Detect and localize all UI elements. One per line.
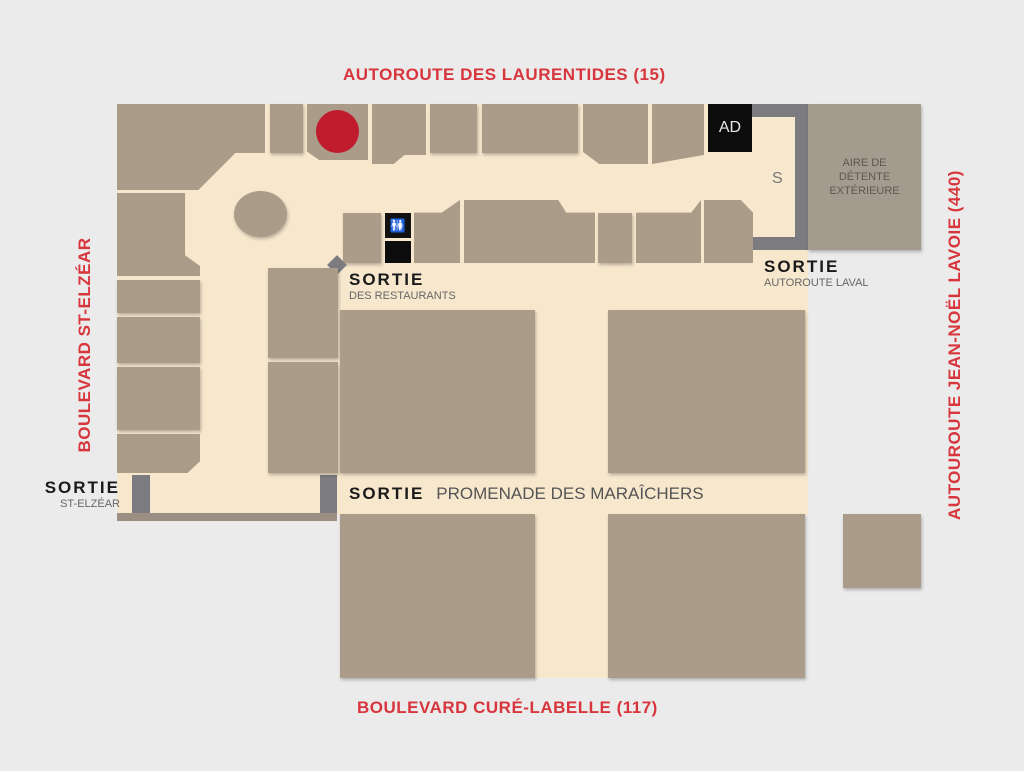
wall — [795, 104, 808, 250]
store — [117, 280, 200, 313]
store — [652, 104, 704, 164]
exit-door — [132, 475, 150, 515]
store — [704, 200, 753, 263]
rest-area: AIRE DE DÉTENTE EXTÉRIEURE — [808, 104, 921, 250]
store-block — [608, 310, 805, 473]
store — [117, 367, 200, 430]
ad-label: AD — [718, 119, 742, 136]
kiosk — [234, 191, 287, 237]
store — [372, 104, 426, 164]
ad-block: AD — [708, 104, 752, 152]
wall — [117, 513, 337, 521]
store — [270, 104, 303, 153]
store — [268, 362, 338, 473]
store-block — [608, 514, 805, 678]
restroom-block — [385, 241, 411, 263]
store-block — [340, 310, 535, 473]
store — [343, 213, 381, 263]
store — [583, 104, 648, 164]
rest-area-label: AIRE DE DÉTENTE EXTÉRIEURE — [829, 157, 900, 197]
corridor-south — [535, 473, 608, 678]
restroom-icon: 🚻 — [385, 213, 411, 238]
store — [598, 213, 632, 263]
store-block — [340, 514, 535, 678]
store — [117, 434, 200, 473]
store — [117, 317, 200, 363]
wall — [752, 104, 808, 117]
you-are-here-marker — [316, 110, 359, 153]
store — [482, 104, 578, 153]
store — [430, 104, 477, 153]
road-west: BOULEVARD ST-ELZÉAR — [75, 237, 94, 453]
wall — [752, 237, 808, 250]
road-east: AUTOUROUTE JEAN-NOËL LAVOIE (440) — [945, 170, 964, 520]
exit-door — [320, 475, 337, 515]
s-label: S — [772, 170, 783, 187]
road-north: AUTOROUTE DES LAURENTIDES (15) — [343, 65, 666, 84]
store — [268, 268, 338, 358]
store-detached — [843, 514, 921, 588]
road-south: BOULEVARD CURÉ-LABELLE (117) — [357, 698, 658, 717]
